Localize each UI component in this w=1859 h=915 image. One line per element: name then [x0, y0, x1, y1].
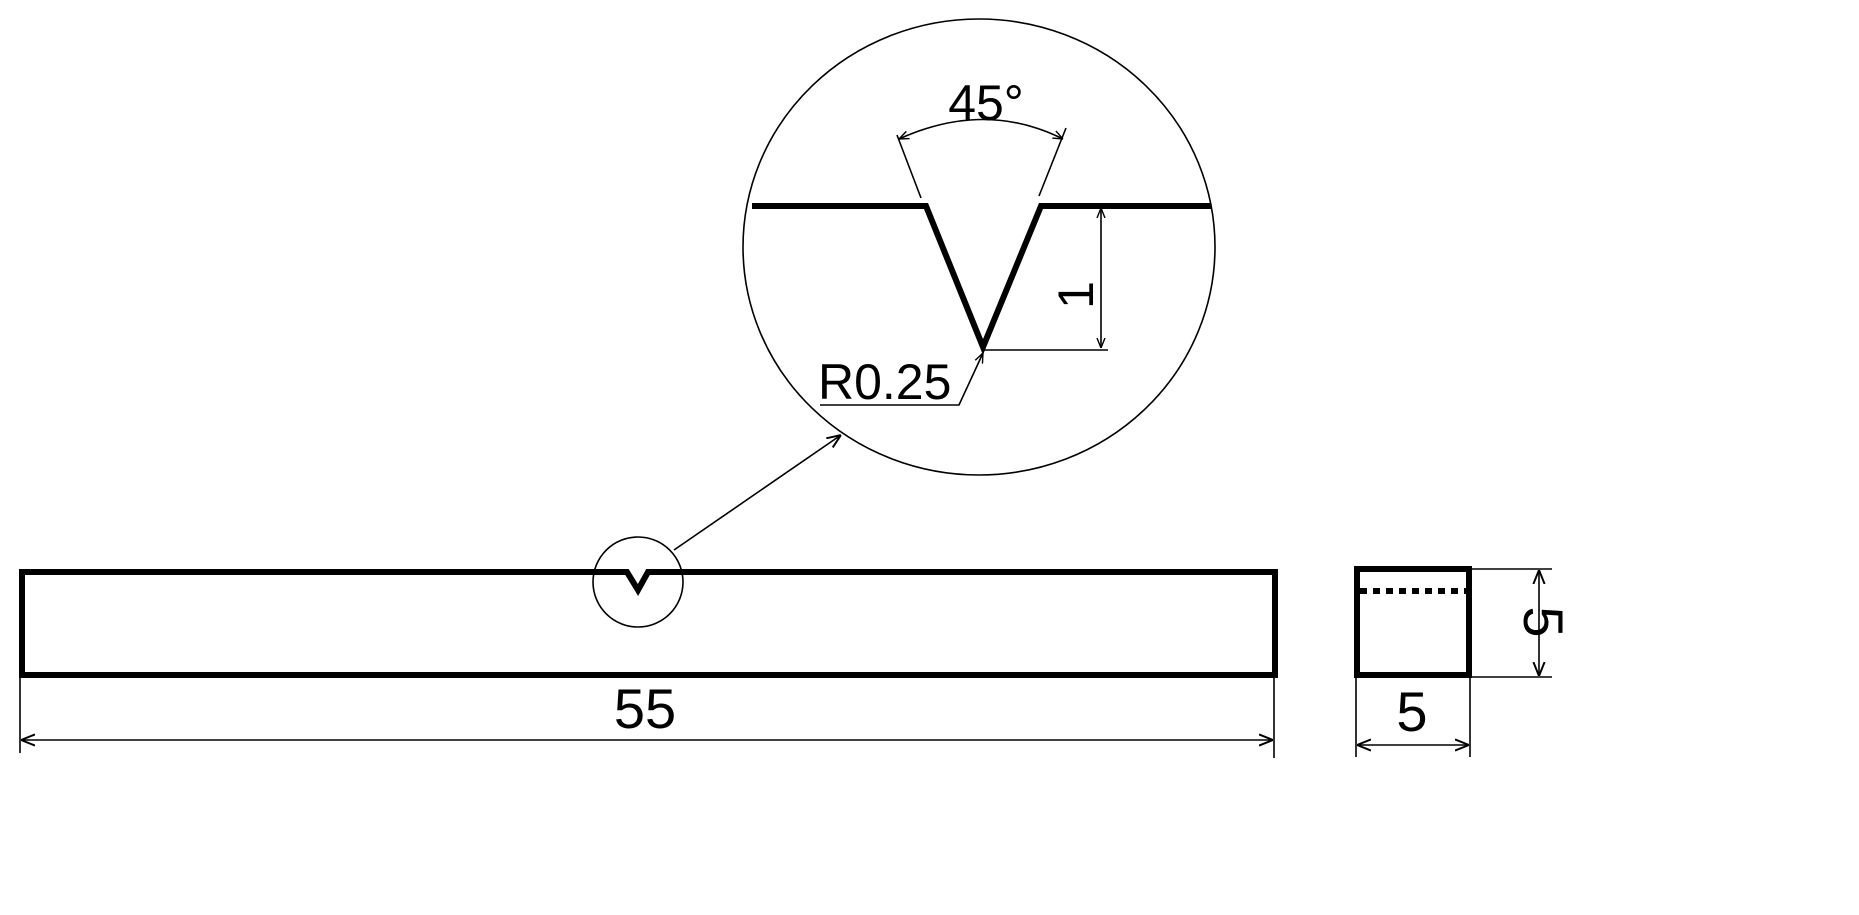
cross-section-square	[1354, 566, 1472, 678]
length-label: 55	[614, 677, 676, 740]
detail-view: 45° 1 R0.25	[742, 18, 1216, 476]
notch-detail-circle	[592, 536, 684, 628]
width-label: 5	[1396, 680, 1427, 743]
radius-leader	[820, 353, 983, 406]
radius-label: R0.25	[818, 354, 951, 410]
height-label: 5	[1512, 606, 1575, 637]
end-view: 5 5	[1354, 566, 1575, 757]
depth-label: 1	[1048, 281, 1104, 309]
angle-dimension-arc	[899, 118, 1063, 140]
angle-extension-left	[896, 134, 922, 199]
detail-circle	[742, 18, 1216, 476]
detail-notch-profile	[752, 203, 1211, 355]
angle-label: 45°	[948, 75, 1024, 131]
side-view: 55	[19, 536, 1278, 758]
bar-top-edge	[22, 569, 1275, 596]
detail-leader-arrow	[673, 435, 841, 551]
